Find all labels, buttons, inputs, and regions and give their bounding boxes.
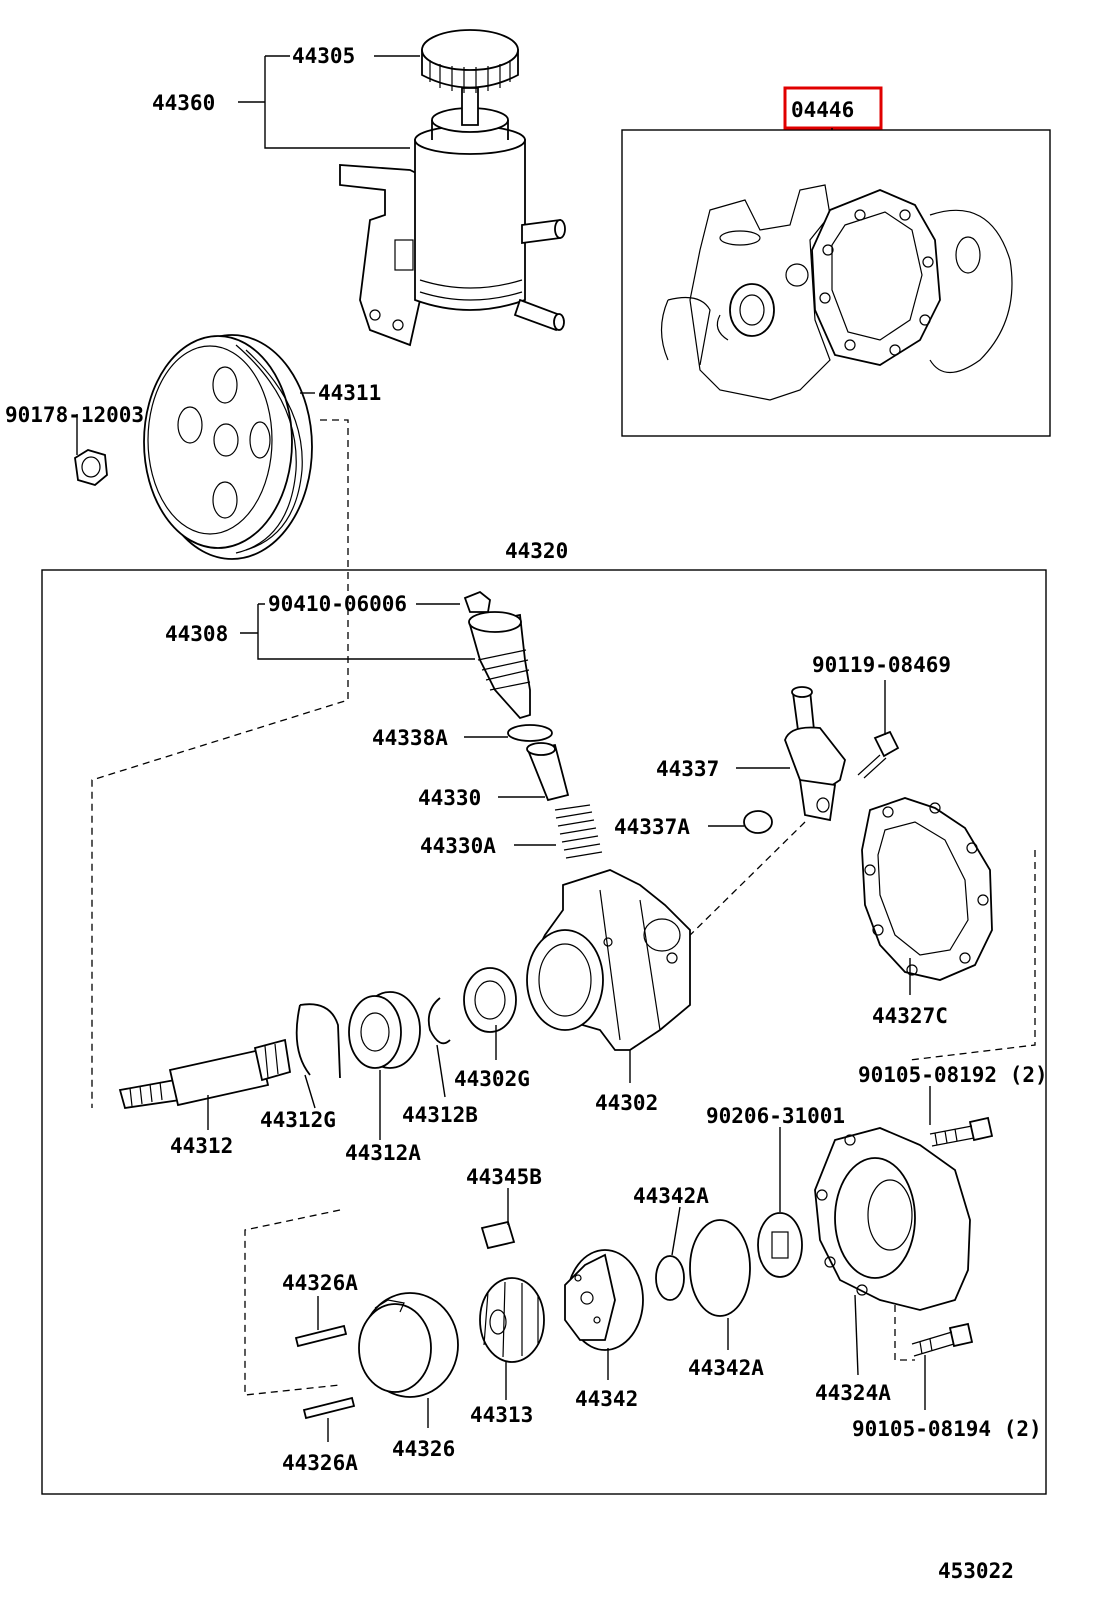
- label-44324A[interactable]: 44324A: [815, 1381, 891, 1405]
- cam-ring-illustration: [358, 1292, 459, 1398]
- pump-assembly-frame: [41, 569, 1047, 1495]
- label-44326A-lower[interactable]: 44326A: [282, 1451, 358, 1475]
- label-44312B[interactable]: 44312B: [402, 1103, 478, 1127]
- bolt-lower-illustration: [911, 1322, 974, 1357]
- leader-lines: [76, 55, 931, 1442]
- gasket-44327C-illustration: [861, 797, 993, 981]
- clip-illustration: [295, 1003, 341, 1079]
- o-ring-small-illustration: [655, 1255, 685, 1301]
- pin-lower-illustration: [302, 1396, 356, 1420]
- label-90410-06006[interactable]: 90410-06006: [268, 592, 407, 616]
- label-44312[interactable]: 44312: [170, 1134, 233, 1158]
- pump-housing-illustration: [526, 869, 691, 1051]
- pin-upper-illustration: [294, 1324, 348, 1348]
- label-44345B[interactable]: 44345B: [466, 1165, 542, 1189]
- label-44326A-upper[interactable]: 44326A: [282, 1271, 358, 1295]
- label-44337A[interactable]: 44337A: [614, 815, 690, 839]
- label-44338A[interactable]: 44338A: [372, 726, 448, 750]
- label-90119-08469[interactable]: 90119-08469: [812, 653, 951, 677]
- rear-housing-illustration: [814, 1127, 971, 1311]
- label-44308[interactable]: 44308: [165, 622, 228, 646]
- reservoir-tank-illustration: [339, 29, 566, 347]
- gasket-kit-illustration: [621, 129, 1051, 437]
- label-44342[interactable]: 44342: [575, 1387, 638, 1411]
- label-90206-31001[interactable]: 90206-31001: [706, 1104, 845, 1128]
- label-44342A-lower[interactable]: 44342A: [688, 1356, 764, 1380]
- label-44302G[interactable]: 44302G: [454, 1067, 530, 1091]
- bearing-illustration: [348, 991, 421, 1069]
- rotor-illustration: [479, 1277, 545, 1363]
- diagram-id: 453022: [938, 1559, 1014, 1583]
- flow-control-valve-illustration: [463, 590, 603, 859]
- label-90105-08194[interactable]: 90105-08194 (2): [852, 1417, 1042, 1441]
- label-44320[interactable]: 44320: [505, 539, 568, 563]
- bolt-upper-illustration: [929, 1116, 994, 1147]
- label-44330A[interactable]: 44330A: [420, 834, 496, 858]
- o-ring-large-illustration: [689, 1219, 751, 1317]
- label-44330[interactable]: 44330: [418, 786, 481, 810]
- label-04446[interactable]: 04446: [791, 98, 854, 122]
- label-44326[interactable]: 44326: [392, 1437, 455, 1461]
- shaft-illustration: [118, 1038, 292, 1110]
- snap-ring-illustration: [427, 997, 451, 1045]
- label-44360[interactable]: 44360: [152, 91, 215, 115]
- highlight-box-04446: [783, 86, 883, 130]
- label-90105-08192[interactable]: 90105-08192 (2): [858, 1063, 1048, 1087]
- label-44311[interactable]: 44311: [318, 381, 381, 405]
- label-44342A-upper[interactable]: 44342A: [633, 1184, 709, 1208]
- part-labels: 44305 44360 04446 44311 90178-12003 4432…: [5, 44, 1048, 1583]
- label-44302[interactable]: 44302: [595, 1091, 658, 1115]
- vane-illustration: [480, 1220, 516, 1250]
- pulley-illustration: [74, 334, 313, 560]
- label-44327C[interactable]: 44327C: [872, 1004, 948, 1028]
- union-fitting-illustration: [743, 686, 900, 834]
- label-44312A[interactable]: 44312A: [345, 1141, 421, 1165]
- label-44305[interactable]: 44305: [292, 44, 355, 68]
- side-plate-illustration: [564, 1249, 644, 1351]
- label-90178-12003[interactable]: 90178-12003: [5, 403, 144, 427]
- label-44312G[interactable]: 44312G: [260, 1108, 336, 1132]
- washer-illustration: [757, 1212, 803, 1278]
- label-44313[interactable]: 44313: [470, 1403, 533, 1427]
- oil-seal-illustration: [463, 967, 517, 1033]
- label-44337[interactable]: 44337: [656, 757, 719, 781]
